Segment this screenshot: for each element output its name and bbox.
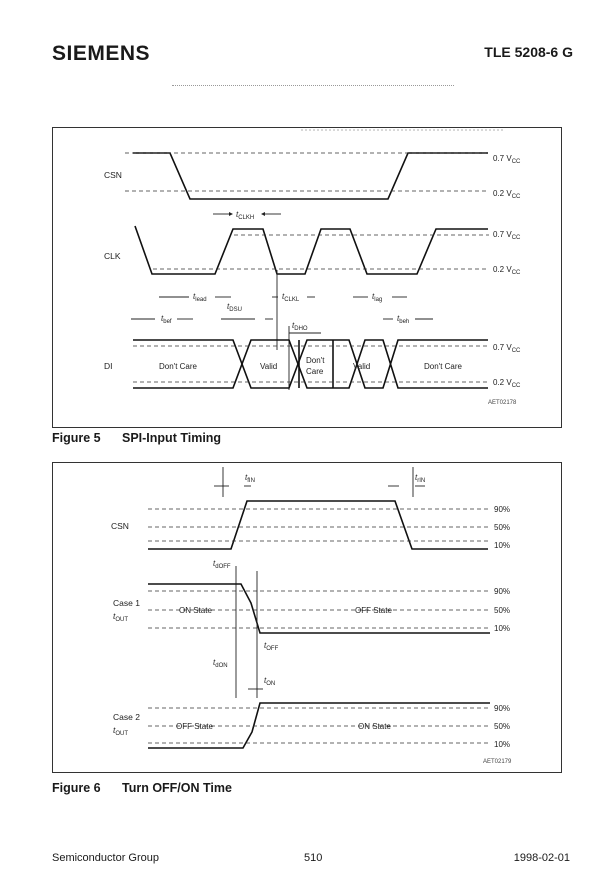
di-label: DI — [104, 361, 113, 371]
case1-on-state: ON State — [179, 606, 212, 615]
case1-10: 10% — [494, 624, 510, 633]
case1-waveform — [148, 583, 490, 634]
clk-label: CLK — [104, 251, 121, 261]
case1-50: 50% — [494, 606, 510, 615]
t-bef-label: tbef — [161, 314, 172, 325]
di-dont-care-2: Don't Care — [424, 362, 463, 371]
f6-csn-50: 50% — [494, 523, 510, 532]
clk-low-level: 0.2 VCC — [493, 265, 521, 276]
case2-50: 50% — [494, 722, 510, 731]
case2-tout: tOUT — [113, 725, 128, 737]
di-valid-2: Valid — [353, 362, 370, 371]
case1-tout: tOUT — [113, 611, 128, 623]
figure6-caption: Figure 6 Turn OFF/ON Time — [52, 781, 232, 795]
spi-input-timing-diagram: CSN 0.7 VCC 0.2 VCC tCLKH CLK 0.7 VCC 0.… — [52, 127, 562, 428]
figure5-code: AET02178 — [488, 400, 517, 406]
t-doff-label: tdOFF — [213, 559, 231, 570]
t-clkh-label: tCLKH — [236, 210, 254, 221]
f6-csn-waveform — [148, 500, 488, 550]
t-off-label: tOFF — [264, 641, 279, 652]
t-on-label: tON — [264, 676, 275, 687]
footer-date: 1998-02-01 — [513, 852, 570, 864]
f6-csn-10: 10% — [494, 541, 510, 550]
figure6-code: AET02179 — [483, 759, 512, 765]
header-divider — [172, 85, 454, 86]
t-clkl-label: tCLKL — [282, 292, 300, 303]
case2-10: 10% — [494, 740, 510, 749]
figure5-number: Figure 5 — [52, 431, 101, 445]
case2-waveform — [148, 702, 490, 749]
case1-90: 90% — [494, 587, 510, 596]
t-don-label: tdON — [213, 658, 228, 669]
figure6-title: Turn OFF/ON Time — [122, 781, 232, 795]
case1-off-state: OFF State — [355, 606, 392, 615]
f6-csn-90: 90% — [494, 505, 510, 514]
t-lag-label: tlag — [372, 292, 382, 303]
figure5-title: SPI-Input Timing — [122, 431, 222, 445]
case2-on-state: ON State — [358, 722, 391, 731]
case2-off-state: OFF State — [176, 722, 213, 731]
di-care-word: Care — [306, 367, 324, 376]
t-dsu-label: tDSU — [227, 302, 242, 313]
figure6-number: Figure 6 — [52, 781, 101, 795]
turn-off-on-time-diagram: tfIN trIN CSN 90% 50% 10% tdOFF Case 1 t… — [52, 462, 562, 773]
csn-waveform — [133, 152, 488, 200]
di-low-level: 0.2 VCC — [493, 378, 521, 389]
t-beh-label: tbeh — [397, 314, 409, 325]
t-dho-label: tDHO — [292, 321, 308, 332]
clk-waveform — [134, 225, 488, 275]
di-waveform — [133, 339, 488, 389]
t-lead-label: tlead — [193, 292, 207, 303]
case2-90: 90% — [494, 704, 510, 713]
footer-page-number: 510 — [304, 852, 323, 864]
di-dont-word: Don't — [306, 356, 325, 365]
figure5-caption: Figure 5 SPI-Input Timing — [52, 431, 221, 445]
t-fin-label: tfIN — [245, 473, 255, 484]
footer-company: Semiconductor Group — [52, 852, 159, 864]
document-id: TLE 5208-6 G — [484, 44, 573, 60]
di-high-level: 0.7 VCC — [493, 343, 521, 354]
t-rin-label: trIN — [415, 473, 425, 484]
di-dont-care-1: Don't Care — [159, 362, 198, 371]
brand-logo: SIEMENS — [52, 42, 151, 65]
f6-csn-label: CSN — [111, 521, 129, 531]
di-valid-1: Valid — [260, 362, 277, 371]
csn-high-level: 0.7 VCC — [493, 154, 521, 165]
case2-label: Case 2 — [113, 712, 140, 722]
clk-high-level: 0.7 VCC — [493, 230, 521, 241]
case1-label: Case 1 — [113, 598, 140, 608]
csn-low-level: 0.2 VCC — [493, 189, 521, 200]
csn-label: CSN — [104, 170, 122, 180]
